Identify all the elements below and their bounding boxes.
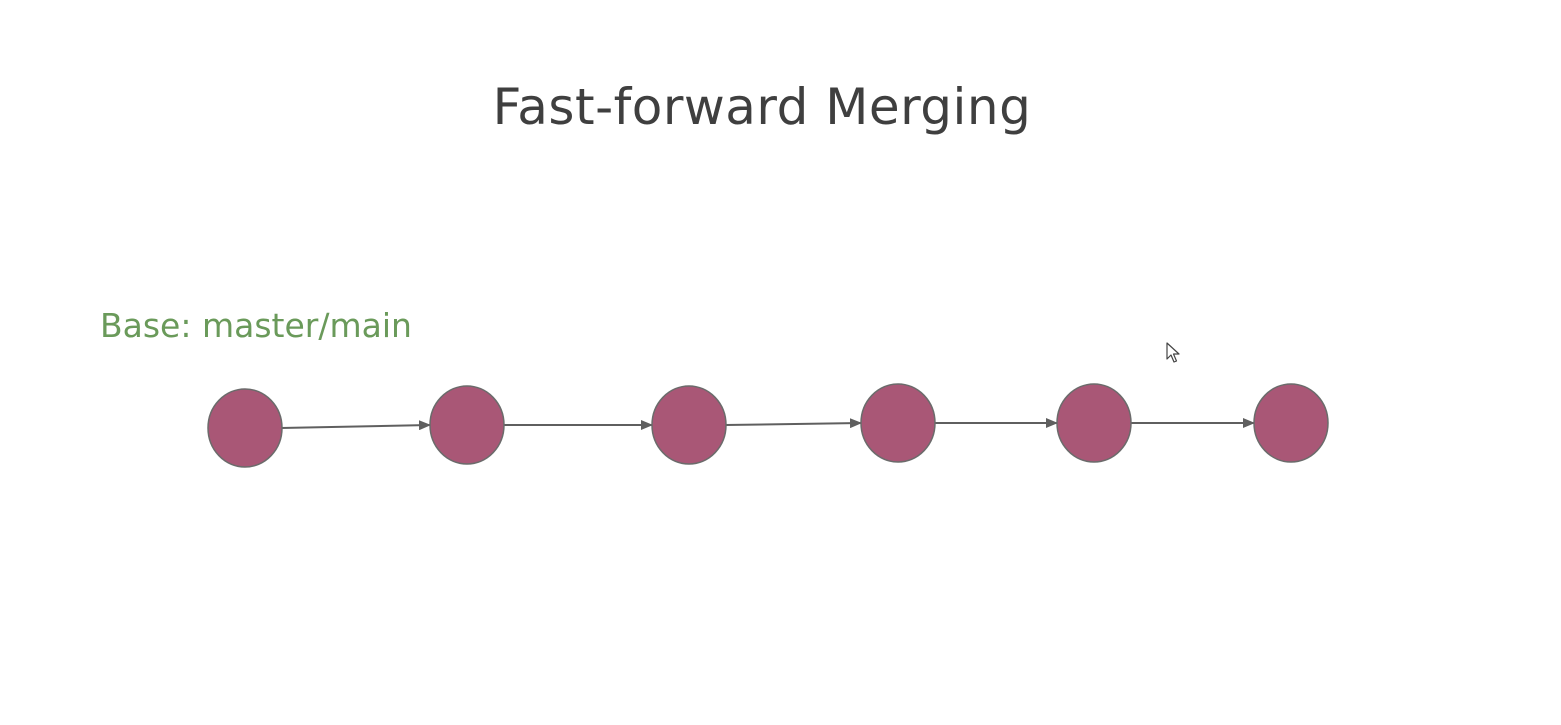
nodes-layer xyxy=(207,383,1329,468)
commit-node xyxy=(651,385,727,465)
slide-title: Fast-forward Merging xyxy=(492,78,1032,136)
commit-node xyxy=(1253,383,1329,463)
commit-node xyxy=(429,385,505,465)
commit-node xyxy=(207,388,283,468)
branch-label: Base: master/main xyxy=(100,306,412,345)
commit-edge-arrow xyxy=(724,418,862,429)
commit-node xyxy=(1056,383,1132,463)
commit-node xyxy=(860,383,936,463)
mouse-pointer-icon xyxy=(1166,342,1180,363)
edges-layer xyxy=(280,418,1255,431)
commit-edge-arrow xyxy=(280,420,431,431)
